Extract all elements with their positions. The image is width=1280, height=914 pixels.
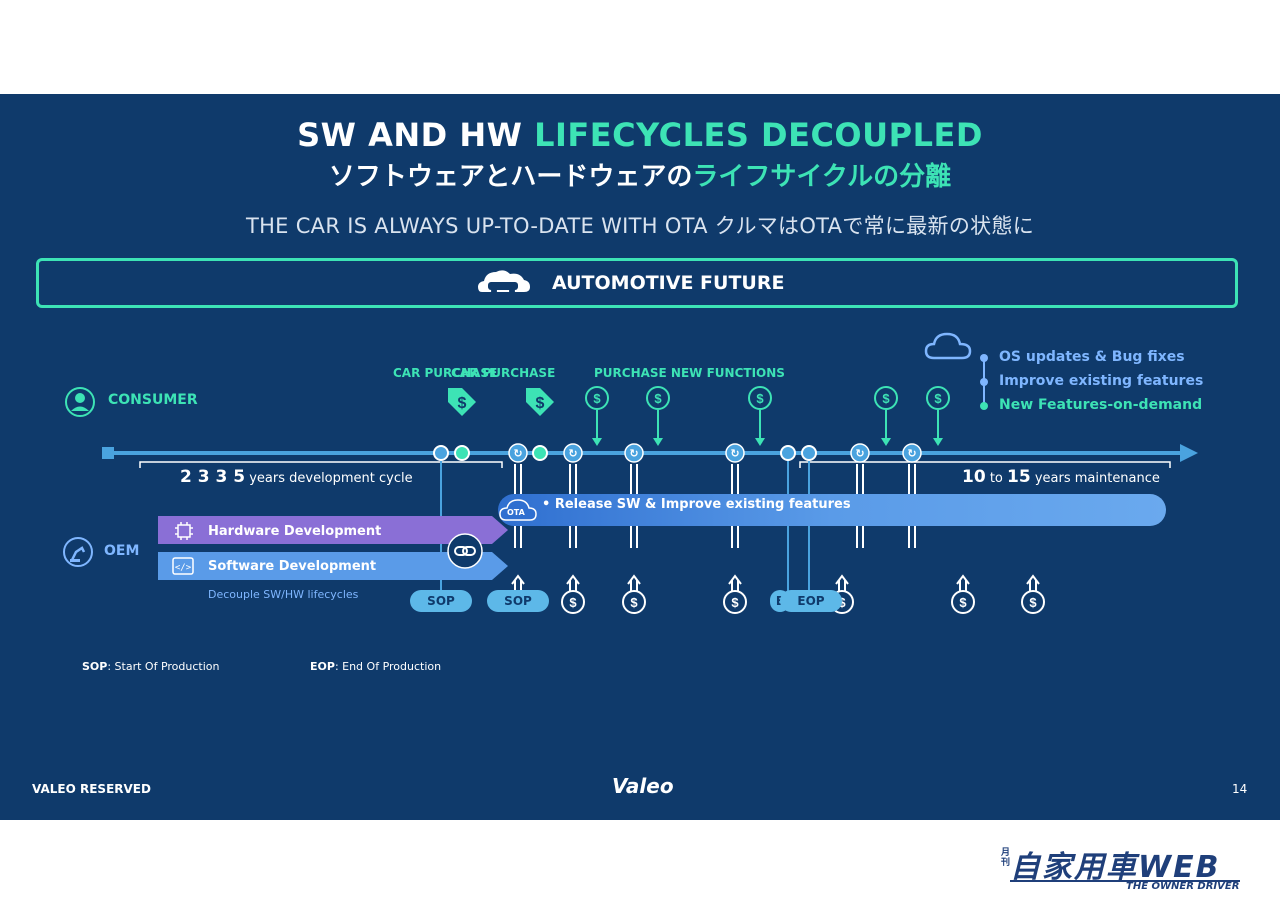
svg-text:$: $ [654, 391, 662, 406]
watermark-prefix: 月刊 [1001, 848, 1011, 868]
svg-text:$: $ [630, 595, 638, 610]
ota-release-bar [498, 494, 1166, 526]
svg-text:$: $ [1029, 595, 1037, 610]
purchase-new-functions-label: PURCHASE NEW FUNCTIONS [594, 366, 785, 380]
svg-text:$: $ [731, 595, 739, 610]
eop-badge: EOP [780, 590, 842, 612]
svg-text:↻: ↻ [907, 447, 916, 460]
hardware-development-label: Hardware Development [208, 524, 382, 539]
maintenance-text: 10 to 15 years maintenance [962, 467, 1160, 487]
car-purchase-label-2: CAR PURCHASE [451, 366, 556, 380]
hw-sw-bars [158, 516, 508, 580]
svg-text:$: $ [569, 595, 577, 610]
banner-label: AUTOMOTIVE FUTURE [552, 272, 785, 294]
eop-note: EOP: End Of Production [310, 660, 442, 673]
consumer-user-icon [65, 387, 95, 417]
title-english: SW AND HW LIFECYCLES DECOUPLED [297, 116, 983, 154]
cloud-icon [924, 332, 972, 360]
dev-cycle-text: 2 3 3 5 years development cycle [180, 467, 413, 487]
svg-text:$: $ [838, 595, 846, 610]
footer-reserved: VALEO RESERVED [32, 782, 151, 796]
software-development-label: Software Development [208, 559, 377, 574]
price-tag-icon: $ [448, 388, 476, 416]
svg-text:↻: ↻ [855, 447, 864, 460]
car-purchase-label-1: CAR PURCHASE [393, 366, 498, 380]
svg-text:$: $ [458, 395, 467, 412]
svg-text:↻: ↻ [730, 447, 739, 460]
svg-text:↻: ↻ [513, 447, 522, 460]
automotive-future-banner [36, 258, 1238, 308]
watermark-logo: 自家用車WEB [1010, 850, 1221, 885]
svg-text:↻: ↻ [568, 447, 577, 460]
oem-label: OEM [104, 543, 140, 559]
connected-car-icon [478, 265, 530, 294]
oem-robot-arm-icon [63, 537, 93, 567]
svg-text:$: $ [756, 391, 764, 406]
watermark-underline [1010, 880, 1240, 882]
sop-badge-2: SOP [487, 590, 549, 612]
main-timeline: ↻ ↻ ↻ ↻ ↻ ↻ [102, 443, 1198, 614]
svg-text:$: $ [536, 395, 545, 412]
svg-text:$: $ [959, 595, 967, 610]
legend-dots [980, 354, 988, 410]
legend-new-features: New Features-on-demand [999, 397, 1203, 413]
consumer-label: CONSUMER [108, 392, 198, 408]
valeo-logo: Valeo [612, 774, 674, 798]
subtitle: THE CAR IS ALWAYS UP-TO-DATE WITH OTA クル… [245, 214, 1035, 238]
title-japanese: ソフトウェアとハードウェアのライフサイクルの分離 [328, 162, 952, 192]
svg-text:$: $ [593, 391, 601, 406]
svg-text:</>: </> [175, 563, 192, 573]
legend-improve-features: Improve existing features [999, 373, 1204, 389]
consumer-purchase-pins: $ $ $ $ $ [585, 386, 950, 446]
svg-text:$: $ [934, 391, 942, 406]
page-number: 14 [1232, 782, 1248, 796]
svg-text:↻: ↻ [629, 447, 638, 460]
ota-label: OTA [507, 508, 525, 517]
chip-icon [175, 522, 193, 540]
code-window-icon: </> [172, 557, 194, 575]
watermark-subtitle: THE OWNER DRIVER [1126, 881, 1240, 892]
price-tag-icon: $ [526, 388, 554, 416]
decouple-text: Decouple SW/HW lifecycles [208, 588, 359, 601]
sop-note: SOP: Start Of Production [82, 660, 220, 673]
svg-text:$: $ [882, 391, 890, 406]
link-icon [447, 533, 483, 569]
legend-os-updates: OS updates & Bug fixes [999, 349, 1185, 365]
sop-badge-1: SOP [410, 590, 472, 612]
slide: SW AND HW LIFECYCLES DECOUPLED ソフトウェアとハー… [0, 94, 1280, 820]
ota-cloud-icon [499, 499, 537, 521]
release-sw-text: • Release SW & Improve existing features [542, 497, 851, 512]
